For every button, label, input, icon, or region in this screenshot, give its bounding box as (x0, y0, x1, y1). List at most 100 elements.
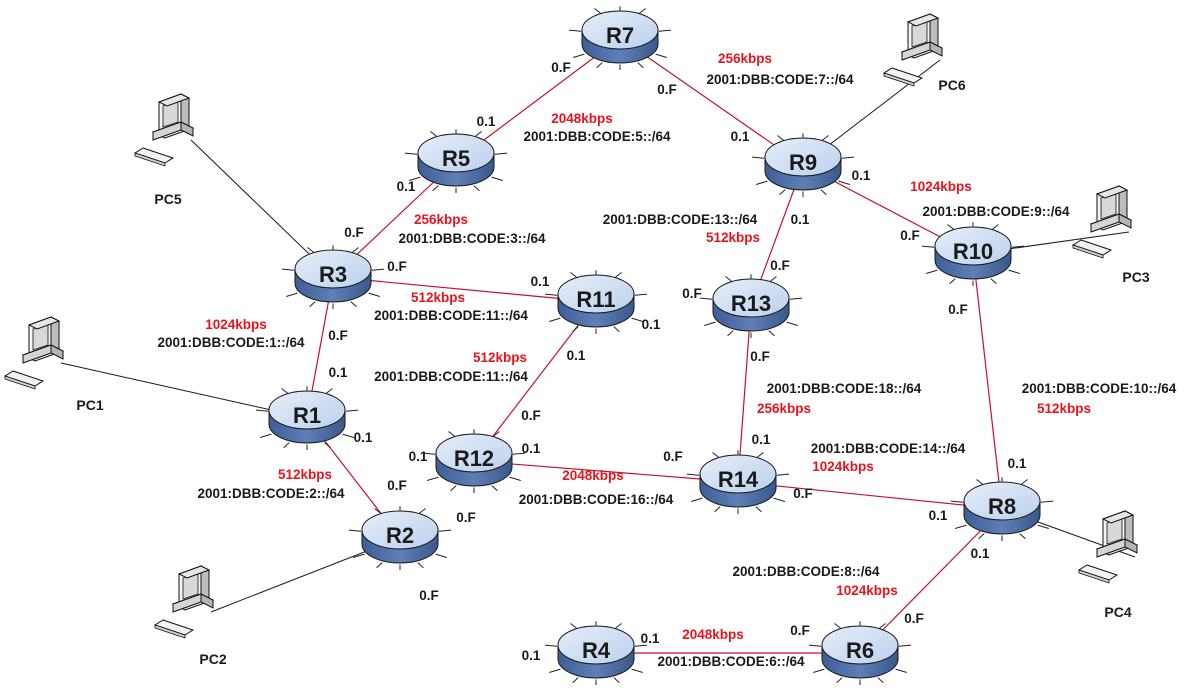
bandwidth-label-r13-r14: 256kbps (757, 401, 811, 416)
interface-label-r2-f-right: 0.F (456, 510, 476, 525)
router-label-r10: R10 (953, 239, 993, 264)
interface-label-r9-1-left: 0.1 (731, 129, 750, 144)
interface-label-r7-f-left: 0.F (551, 60, 571, 75)
router-r1-icon[interactable] (255, 386, 359, 451)
wan-link-r7-r9 (619, 37, 804, 166)
router-r4-icon[interactable] (544, 621, 648, 686)
router-r9-icon[interactable] (751, 133, 855, 198)
router-r10-icon[interactable] (921, 222, 1025, 287)
pc-label-pc6: PC6 (938, 77, 965, 93)
pc-pc1-icon[interactable] (3, 316, 65, 390)
interface-label-r1-1-top: 0.1 (329, 365, 348, 380)
router-label-r14: R14 (718, 467, 759, 492)
router-label-r13: R13 (731, 291, 771, 316)
interface-label-r1-1-right: 0.1 (354, 430, 373, 445)
interface-label-r8-1-top: 0.1 (1008, 456, 1027, 471)
interface-label-r6-f-left: 0.F (790, 623, 810, 638)
pc-label-pc5: PC5 (154, 191, 181, 207)
pc-pc4-icon[interactable] (1077, 510, 1139, 584)
interface-label-r12-1-right: 0.1 (522, 441, 541, 456)
pc-pc3-icon[interactable] (1071, 185, 1133, 259)
router-r6-icon[interactable] (808, 621, 912, 686)
prefix-label-r9-r13: 2001:DBB:CODE:13::/64 (603, 212, 758, 227)
bandwidth-label-r3-r11: 512kbps (411, 290, 465, 305)
router-label-r11: R11 (576, 287, 615, 312)
pc-pc2-icon[interactable] (153, 565, 215, 639)
interface-label-r5-1-top: 0.1 (477, 114, 496, 129)
router-label-r9: R9 (789, 150, 817, 175)
interface-label-r4-1-left: 0.1 (522, 648, 541, 663)
bandwidth-label-r14-r8: 1024kbps (812, 459, 874, 474)
interface-label-r5-1-left: 0.1 (397, 179, 416, 194)
prefix-label-r7-r9: 2001:DBB:CODE:7::/64 (706, 72, 854, 87)
interface-label-r9-1-right: 0.1 (852, 168, 871, 183)
router-label-r2: R2 (386, 523, 414, 548)
prefix-label-r1-r2: 2001:DBB:CODE:2::/64 (197, 486, 345, 501)
bandwidth-label-r9-r10: 1024kbps (910, 179, 972, 194)
bandwidth-label-r7-r5: 2048kbps (551, 111, 613, 126)
interface-label-r11-1-right: 0.1 (642, 317, 661, 332)
router-r7-icon[interactable] (568, 6, 672, 71)
pc-pc6-icon[interactable] (882, 13, 944, 87)
prefix-label-r11-r12: 2001:DBB:CODE:11::/64 (374, 369, 528, 384)
router-r11-icon[interactable] (544, 270, 648, 335)
router-r14-icon[interactable] (686, 450, 790, 515)
prefix-label-r3-r1: 2001:DBB:CODE:1::/64 (157, 335, 305, 350)
router-label-r12: R12 (454, 446, 494, 471)
interface-label-r13-f-left: 0.F (682, 286, 702, 301)
interface-label-r11-1-left: 0.1 (531, 274, 550, 289)
interface-label-r12-f-top: 0.F (521, 408, 541, 423)
pc-label-pc1: PC1 (76, 397, 103, 413)
interface-label-r2-f-top: 0.F (387, 478, 407, 493)
router-r5-icon[interactable] (404, 129, 508, 194)
interface-label-r11-1-bottom: 0.1 (567, 348, 586, 363)
interface-label-r13-f-bottom: 0.F (750, 349, 770, 364)
prefix-label-r9-r10: 2001:DBB:CODE:9::/64 (922, 204, 1070, 219)
router-r2-icon[interactable] (348, 506, 452, 571)
interface-label-r14-1-top: 0.1 (752, 432, 771, 447)
bandwidth-label-r8-r6: 1024kbps (836, 583, 898, 598)
interface-label-r8-1-bottom: 0.1 (971, 546, 990, 561)
interface-label-r3-f-top: 0.F (344, 225, 364, 240)
interface-label-r12-1-left: 0.1 (409, 449, 428, 464)
interface-label-r3-f-right: 0.F (387, 259, 407, 274)
wan-link-r13-r14 (737, 305, 752, 483)
router-label-r4: R4 (582, 638, 611, 663)
prefix-label-r14-r8: 2001:DBB:CODE:14::/64 (811, 441, 966, 456)
pc-label-pc4: PC4 (1104, 604, 1131, 620)
router-r12-icon[interactable] (422, 429, 526, 494)
interface-label-r2-f-bottom: 0.F (419, 588, 439, 603)
interface-label-r3-f-bottom: 0.F (328, 328, 348, 343)
prefix-label-r10-r8: 2001:DBB:CODE:10::/64 (1022, 381, 1177, 396)
router-r8-icon[interactable] (950, 477, 1054, 542)
wan-link-r10-r8 (972, 253, 1003, 510)
router-label-r6: R6 (846, 638, 874, 663)
wan-link-r8-r6 (859, 508, 1003, 654)
interface-label-r10-f-left: 0.F (900, 228, 920, 243)
pc-label-pc2: PC2 (199, 651, 226, 667)
bandwidth-label-r10-r8: 512kbps (1037, 401, 1091, 416)
pc-pc5-icon[interactable] (133, 93, 195, 167)
router-label-r3: R3 (319, 262, 347, 287)
interface-label-r4-1-right: 0.1 (641, 631, 660, 646)
bandwidth-label-r7-r9: 256kbps (718, 51, 772, 66)
prefix-label-r4-r6: 2001:DBB:CODE:6::/64 (657, 654, 805, 669)
bandwidth-label-r11-r12: 512kbps (473, 350, 527, 365)
interface-label-r13-f-top: 0.F (770, 258, 790, 273)
router-label-r5: R5 (442, 146, 470, 171)
interface-label-r8-1-left: 0.1 (929, 508, 948, 523)
lan-link-pc1 (60, 362, 308, 419)
router-label-r8: R8 (988, 494, 1016, 519)
prefix-label-r13-r14: 2001:DBB:CODE:18::/64 (767, 381, 922, 396)
router-r13-icon[interactable] (699, 274, 803, 339)
bandwidth-label-r4-r6: 2048kbps (682, 627, 744, 642)
router-label-r1: R1 (293, 403, 321, 428)
interface-label-r7-f-right: 0.F (657, 82, 677, 97)
bandwidth-label-r12-r14: 2048kbps (562, 468, 624, 483)
bandwidth-label-r1-r2: 512kbps (278, 467, 332, 482)
prefix-label-r8-r6: 2001:DBB:CODE:8::/64 (732, 564, 880, 579)
prefix-label-r3-r11: 2001:DBB:CODE:11::/64 (374, 308, 528, 323)
prefix-label-r12-r14: 2001:DBB:CODE:16::/64 (519, 492, 674, 507)
router-r3-icon[interactable] (281, 245, 385, 310)
